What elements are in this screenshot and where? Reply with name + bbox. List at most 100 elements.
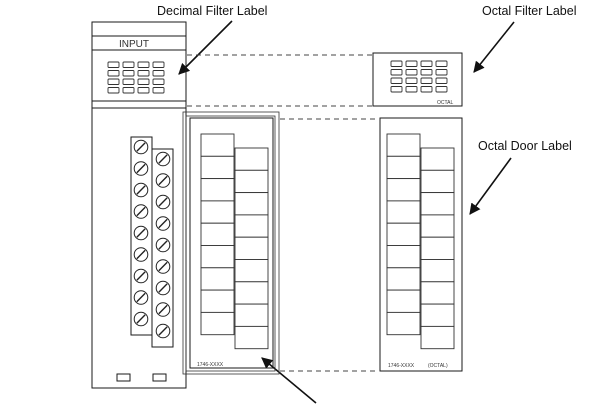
decimal-filter-callout: Decimal Filter Label	[157, 4, 267, 18]
door-cell-left	[386, 133, 421, 157]
door-cell-right	[420, 147, 455, 171]
terminal-screw	[133, 139, 149, 155]
door-cell-right	[420, 192, 455, 216]
filter-cell	[137, 78, 150, 85]
terminal-screw	[155, 151, 171, 167]
terminal-screw	[133, 247, 149, 262]
octal-door-callout: Octal Door Label	[478, 139, 572, 153]
octal-door-part-number: 1746-XXXX	[388, 363, 415, 369]
door-cell-right	[234, 169, 269, 194]
filter-cell	[122, 61, 135, 68]
door-cell-left	[386, 311, 421, 336]
terminal-screw	[133, 311, 149, 327]
octal-door-grid	[386, 133, 455, 350]
door-cell-right	[234, 281, 269, 305]
door-cell-left	[200, 267, 235, 291]
door-cell-right	[234, 259, 269, 283]
terminal-screw	[155, 216, 171, 231]
door-cell-right	[420, 169, 455, 194]
door-cell-right	[234, 303, 269, 327]
door-cell-left	[200, 222, 235, 246]
io-module: INPUT	[91, 21, 187, 389]
door-cell-right	[234, 192, 269, 216]
decimal-door-arrow	[261, 357, 317, 404]
status-window-right	[152, 373, 167, 382]
octal-filter-grid	[390, 60, 448, 93]
decimal-door-label: 1746-XXXX	[182, 111, 280, 375]
terminal-block	[130, 136, 174, 348]
octal-filter-arrow	[473, 21, 515, 73]
filter-cell	[390, 86, 403, 93]
octal-door-label: 1746-XXXX (OCTAL)	[379, 117, 463, 372]
terminal-screw	[155, 194, 171, 210]
door-cell-left	[200, 178, 235, 202]
door-cell-right	[420, 281, 455, 305]
door-cell-right	[420, 259, 455, 283]
door-cell-left	[386, 200, 421, 224]
terminal-screw	[155, 323, 171, 339]
door-cell-right	[234, 147, 269, 171]
filter-cell	[435, 86, 448, 93]
filter-cell	[152, 61, 165, 68]
filter-cell	[405, 69, 418, 76]
terminal-screw	[133, 204, 149, 219]
terminal-screw	[155, 173, 171, 188]
filter-cell	[390, 77, 403, 84]
decimal-door-grid	[200, 133, 269, 350]
filter-cell	[152, 70, 165, 77]
decimal-filter-label	[107, 61, 165, 94]
door-cell-left	[200, 133, 235, 157]
filter-cell	[122, 87, 135, 94]
octal-filter-suffix: OCTAL	[437, 100, 454, 106]
door-cell-left	[386, 222, 421, 246]
door-cell-right	[234, 214, 269, 238]
door-cell-left	[200, 245, 235, 269]
door-cell-right	[234, 236, 269, 260]
octal-filter-label: OCTAL	[372, 52, 463, 107]
door-cell-left	[386, 178, 421, 202]
door-cell-right	[420, 214, 455, 238]
filter-cell	[107, 78, 120, 85]
filter-cell	[152, 78, 165, 85]
door-cell-left	[200, 289, 235, 313]
filter-cell	[390, 69, 403, 76]
door-cell-left	[200, 155, 235, 180]
terminal-screw	[155, 237, 171, 253]
filter-cell	[420, 69, 433, 76]
door-cell-right	[420, 303, 455, 327]
filter-cell	[435, 60, 448, 67]
filter-cell	[420, 77, 433, 84]
filter-cell	[137, 87, 150, 94]
terminal-screw	[155, 259, 171, 274]
door-cell-left	[386, 289, 421, 313]
octal-filter-callout: Octal Filter Label	[482, 4, 576, 18]
terminal-screw	[133, 290, 149, 305]
filter-cell	[420, 86, 433, 93]
terminal-screw	[133, 268, 149, 284]
filter-cell	[107, 61, 120, 68]
terminal-strip-right	[151, 148, 174, 348]
decimal-door-part-number: 1746-XXXX	[197, 362, 224, 368]
decimal-filter-arrow	[178, 20, 233, 75]
filter-cell	[435, 77, 448, 84]
door-cell-left	[386, 245, 421, 269]
door-cell-left	[386, 155, 421, 180]
door-cell-left	[200, 200, 235, 224]
octal-door-arrow	[469, 157, 512, 215]
filter-cell	[390, 60, 403, 67]
filter-cell	[405, 77, 418, 84]
filter-cell	[420, 60, 433, 67]
terminal-screw	[155, 302, 171, 317]
terminal-screw	[155, 280, 171, 296]
filter-cell	[435, 69, 448, 76]
octal-door-suffix: (OCTAL)	[428, 363, 448, 369]
door-cell-right	[420, 325, 455, 350]
door-cell-left	[200, 311, 235, 336]
filter-cell	[122, 78, 135, 85]
terminal-screw	[133, 161, 149, 176]
terminal-screw	[133, 182, 149, 198]
door-cell-right	[234, 325, 269, 350]
filter-cell	[107, 70, 120, 77]
filter-cell	[137, 70, 150, 77]
